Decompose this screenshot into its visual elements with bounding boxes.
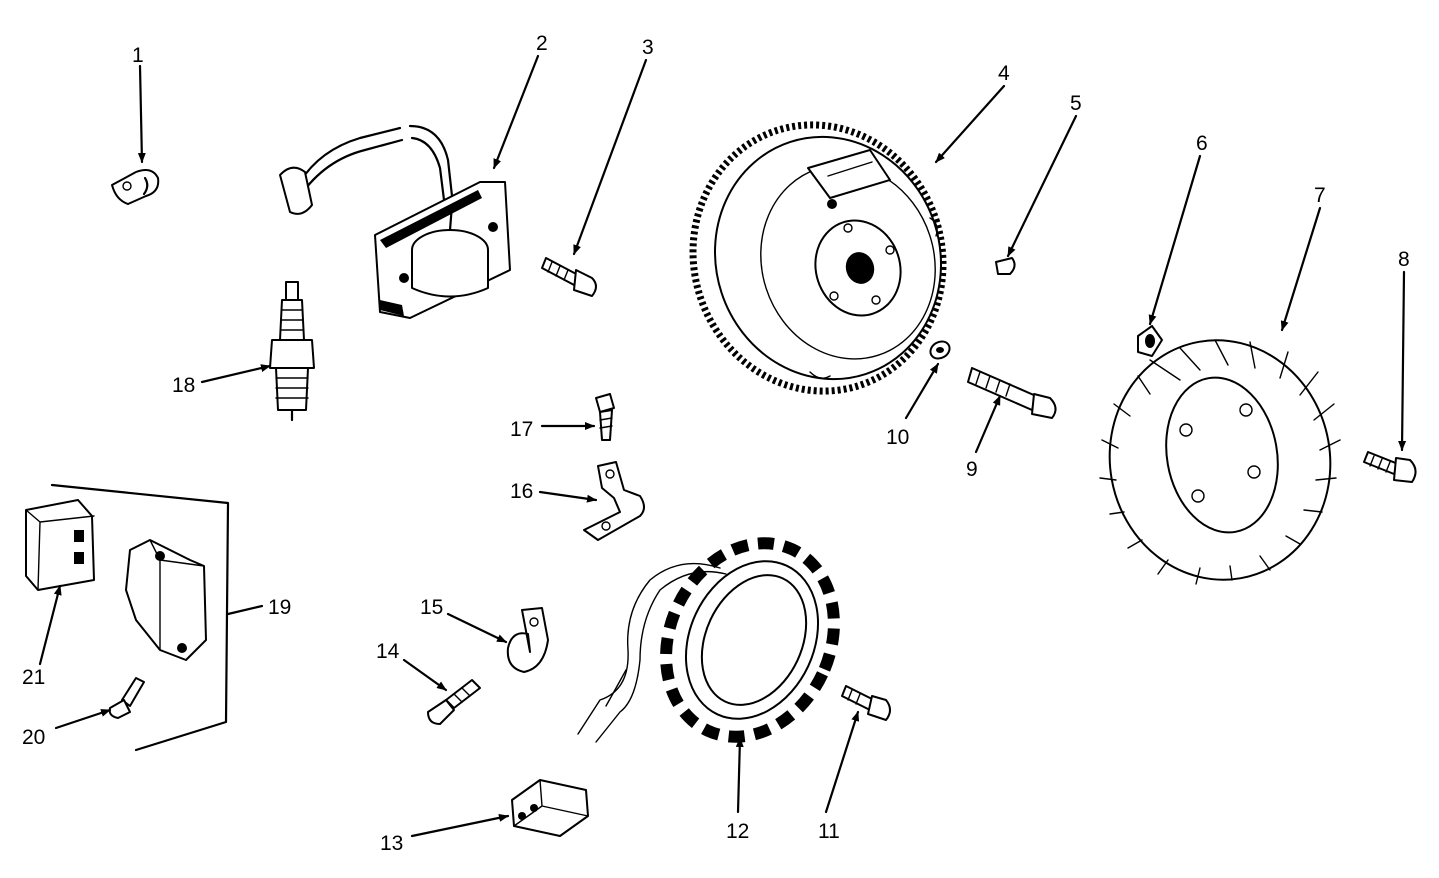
part-bolt-11 bbox=[841, 685, 891, 721]
part-clamp-15 bbox=[506, 607, 549, 673]
callout-15: 15 bbox=[420, 596, 443, 619]
part-screw-20 bbox=[108, 677, 145, 719]
part-cooling-fan-7 bbox=[1099, 339, 1341, 585]
part-screw-17 bbox=[595, 393, 615, 441]
callout-labels: 1 2 3 4 5 6 7 8 9 10 11 12 13 14 15 16 1… bbox=[22, 32, 1410, 855]
part-stator-12 bbox=[577, 537, 840, 743]
part-flywheel-4 bbox=[689, 121, 947, 395]
callout-6: 6 bbox=[1196, 132, 1208, 155]
callout-5: 5 bbox=[1070, 92, 1082, 115]
part-key-5 bbox=[995, 257, 1016, 275]
callout-12: 12 bbox=[726, 820, 749, 843]
callout-1: 1 bbox=[132, 44, 144, 67]
callout-21: 21 bbox=[22, 666, 45, 689]
callout-7: 7 bbox=[1314, 184, 1326, 207]
callout-20: 20 bbox=[22, 726, 45, 749]
callout-19: 19 bbox=[268, 596, 291, 619]
callout-14: 14 bbox=[376, 640, 400, 663]
callout-16: 16 bbox=[510, 480, 533, 503]
part-ignition-module-2 bbox=[279, 124, 511, 319]
callout-10: 10 bbox=[886, 426, 909, 449]
part-bolt-9 bbox=[967, 367, 1057, 419]
part-clamp-1 bbox=[111, 169, 160, 205]
part-washer-10 bbox=[929, 340, 951, 360]
callout-9: 9 bbox=[966, 458, 978, 481]
part-nut-6 bbox=[1137, 325, 1163, 357]
callout-2: 2 bbox=[536, 32, 548, 55]
callout-17: 17 bbox=[510, 418, 533, 441]
callout-13: 13 bbox=[380, 832, 403, 855]
part-bracket-16 bbox=[583, 461, 645, 541]
callout-8: 8 bbox=[1398, 248, 1410, 271]
part-bolt-14 bbox=[427, 679, 481, 725]
callout-11: 11 bbox=[818, 820, 840, 843]
callout-3: 3 bbox=[642, 36, 654, 59]
part-bolt-8 bbox=[1363, 451, 1417, 483]
leader-lines bbox=[38, 54, 1407, 838]
callout-18: 18 bbox=[172, 374, 195, 397]
part-bolt-3 bbox=[541, 257, 597, 297]
part-regulator-19 bbox=[50, 483, 230, 752]
callout-4: 4 bbox=[998, 62, 1010, 85]
part-rectifier-21 bbox=[25, 499, 95, 591]
part-connector-13 bbox=[511, 779, 589, 837]
part-spark-plug-18 bbox=[269, 281, 315, 422]
